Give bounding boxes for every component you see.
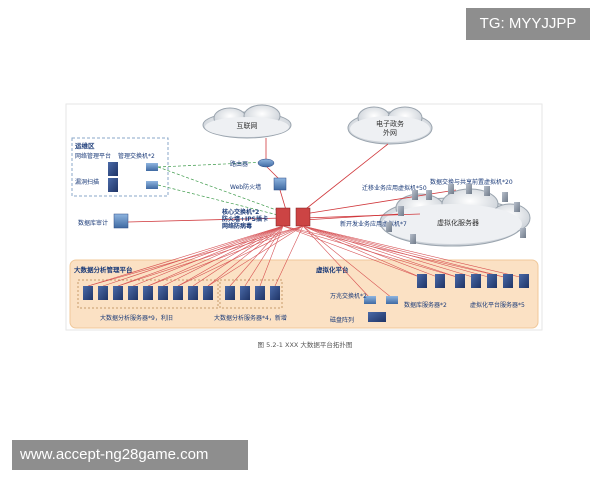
db-audit-label: 数据库审计	[78, 219, 108, 227]
vm-icons	[386, 184, 526, 244]
core-switch-label: 核心交换机*2	[222, 208, 259, 216]
management-links	[157, 161, 291, 219]
virt-server-label: 虚拟化平台服务器*5	[470, 301, 525, 309]
web-firewall-label: Web防火墙	[230, 183, 261, 191]
mgmt-switch-icon-2	[146, 181, 158, 189]
scanner-server-icon	[108, 178, 118, 192]
virtualization-label: 虚拟化服务器	[437, 218, 479, 227]
internet-label: 互联网	[237, 121, 258, 130]
mgmt-switch-label: 管理交换机*2	[118, 152, 155, 160]
egov-label: 电子政务	[376, 119, 404, 128]
web-firewall: Web防火墙	[230, 177, 287, 191]
db-audit: 数据库审计	[78, 213, 129, 229]
tg-badge: TG: MYYJJPP	[466, 8, 590, 40]
access-switch-label: 万兆交换机*2	[330, 292, 367, 300]
access-switches	[364, 296, 398, 304]
antivirus-label: 网络防病毒	[222, 222, 252, 230]
network-mgmt-platform-label: 网络管理平台	[75, 152, 111, 160]
egov-label-line2: 外网	[383, 128, 397, 137]
core-switches: 核心交换机*2 防火墙+IPS插卡 网络防病毒	[222, 207, 311, 230]
bigdata-servers-b	[225, 286, 280, 300]
mgmt-switch-icon	[146, 163, 158, 171]
figure-caption: 图 5.2-1 XXX 大数据平台拓扑图	[258, 340, 353, 349]
router-label: 路由器	[230, 160, 248, 168]
bigdata-servers-a	[83, 286, 213, 300]
server-links	[87, 225, 525, 299]
servers-a-label: 大数据分析服务器*9，利旧	[100, 314, 173, 322]
migrate-vm-label: 迁移业务应用虚拟机*50	[362, 184, 427, 192]
storage-array-icon	[368, 312, 386, 322]
db-server-label: 数据库服务器*2	[404, 301, 447, 309]
nm-platform-server-icon	[108, 162, 118, 176]
egov-cloud: 电子政务 外网	[347, 106, 433, 145]
db-servers	[417, 274, 445, 288]
servers-b-label: 大数据分析服务器*4，新增	[214, 314, 287, 322]
ops-zone-title: 运维区	[75, 141, 95, 150]
storage-label: 磁盘阵列	[330, 316, 354, 324]
vuln-scanner-label: 漏洞扫描	[75, 178, 99, 186]
exchange-vm-label: 数据交换与共享前置虚拟机*20	[430, 178, 513, 186]
ops-zone: 运维区 网络管理平台 管理交换机*2 漏洞扫描	[71, 137, 169, 197]
url-banner: www.accept-ng28game.com	[12, 440, 248, 470]
router: 路由器	[230, 158, 275, 168]
firewall-ips-label: 防火墙+IPS插卡	[222, 215, 268, 223]
virtualization-platform-title: 虚拟化平台	[316, 265, 349, 274]
virtualization-servers	[455, 274, 529, 288]
bigdata-platform-title: 大数据分析管理平台	[74, 265, 133, 274]
bigdata-group-b	[219, 279, 283, 309]
internet-cloud: 互联网	[202, 104, 292, 139]
newdev-vm-label: 新开发业务应用虚拟机*7	[340, 220, 407, 228]
